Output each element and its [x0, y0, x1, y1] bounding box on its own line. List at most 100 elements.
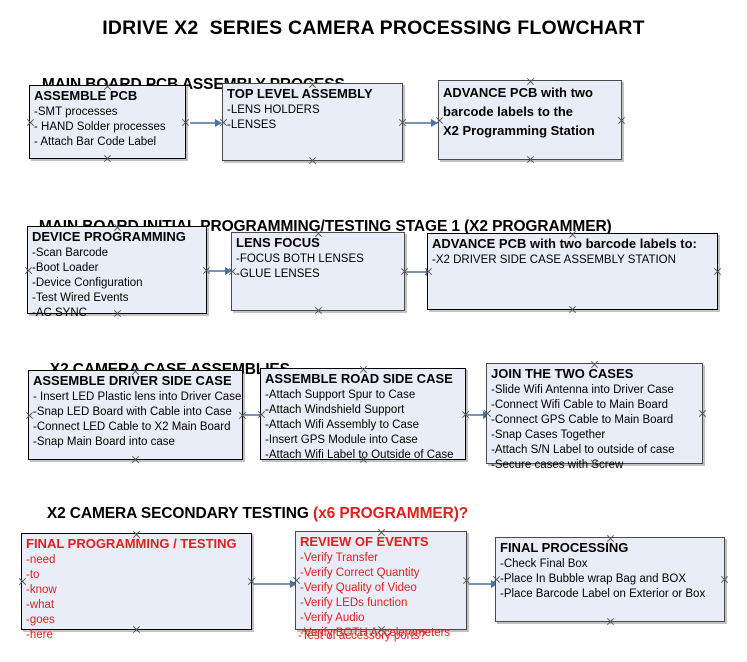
node-line: - Attach Bar Code Label [34, 136, 157, 148]
node-assemble-driver-side-case[interactable]: ASSEMBLE DRIVER SIDE CASE - Insert LED P… [28, 370, 243, 460]
node-title: ASSEMBLE DRIVER SIDE CASE [33, 373, 232, 388]
node-advance-pcb-programming-station[interactable]: ADVANCE PCB with two barcode labels to t… [438, 80, 622, 160]
resize-handle-bottom[interactable] [131, 455, 140, 464]
node-line: - Insert LED Plastic lens into Driver Ca… [33, 391, 242, 403]
node-line: -Attach Windshield Support [265, 404, 405, 416]
connector-line [253, 583, 291, 585]
node-line: -Verify Transfer [300, 552, 378, 564]
resize-handle-right[interactable] [713, 267, 722, 276]
node-title: LENS FOCUS [236, 235, 320, 250]
node-line: -Snap Cases Together [491, 429, 606, 441]
node-line: -Check Final Box [500, 558, 588, 570]
connector-line [244, 414, 263, 416]
node-line: -Boot Loader [32, 262, 99, 274]
node-assemble-road-side-case[interactable]: ASSEMBLE ROAD SIDE CASE -Attach Support … [260, 368, 466, 463]
arrowhead-icon [215, 119, 222, 127]
node-title: ASSEMBLE PCB [34, 88, 138, 103]
page-title: IDRIVE X2 SERIES CAMERA PROCESSING FLOWC… [102, 17, 645, 39]
arrowhead-icon [491, 580, 498, 588]
node-line: -Connect Wifi Cable to Main Board [491, 399, 669, 411]
connector-line [406, 271, 427, 273]
node-body: ASSEMBLE DRIVER SIDE CASE - Insert LED P… [33, 373, 242, 450]
node-body: ASSEMBLE ROAD SIDE CASE -Attach Support … [265, 371, 463, 463]
node-line: -Device Configuration [32, 277, 143, 289]
node-overflow-line-review-of-events: -Test of accessory ports? [298, 630, 426, 642]
node-body: ADVANCE PCB with two barcode labels to: … [432, 236, 715, 268]
connector-line [468, 583, 492, 585]
node-assemble-pcb[interactable]: ASSEMBLE PCB -SMT processes - HAND Solde… [29, 85, 186, 159]
arrowhead-icon [290, 580, 297, 588]
node-title: TOP LEVEL ASSEMBLY [227, 86, 373, 101]
node-body: DEVICE PROGRAMMING -Scan Barcode -Boot L… [32, 229, 204, 321]
connector-line [190, 122, 216, 124]
node-final-processing[interactable]: FINAL PROCESSING -Check Final Box -Place… [495, 537, 725, 622]
node-line: -Attach Wifi Label to Outside of Case [265, 449, 454, 461]
node-line: -Verify Quality of Video [300, 582, 417, 594]
node-line: -GLUE LENSES [236, 268, 320, 280]
node-title: ADVANCE PCB with two barcode labels to t… [443, 85, 595, 138]
resize-handle-bottom[interactable] [314, 306, 323, 315]
node-review-of-events[interactable]: REVIEW OF EVENTS -Verify Transfer -Verif… [295, 531, 467, 639]
node-title: ADVANCE PCB with two barcode labels to: [432, 236, 697, 251]
resize-handle-bottom[interactable] [526, 155, 535, 164]
node-line: -Insert GPS Module into Case [265, 434, 418, 446]
node-title: DEVICE PROGRAMMING [32, 229, 186, 244]
node-final-programming-testing[interactable]: FINAL PROGRAMMING / TESTING -need -to -k… [21, 533, 252, 641]
node-body: FINAL PROCESSING -Check Final Box -Place… [500, 540, 722, 602]
node-line: -Snap Main Board into case [33, 436, 175, 448]
node-line: -know [26, 584, 57, 596]
node-title: REVIEW OF EVENTS [300, 534, 429, 549]
node-title: ASSEMBLE ROAD SIDE CASE [265, 371, 453, 386]
node-line: -Slide Wifi Antenna into Driver Case [491, 384, 674, 396]
section-heading-text: X2 CAMERA SECONDARY TESTING [46, 505, 314, 522]
node-line: -SMT processes [34, 106, 118, 118]
node-line: -goes [26, 614, 55, 626]
connector-line [467, 414, 484, 416]
node-advance-pcb-driver-side-case[interactable]: ADVANCE PCB with two barcode labels to: … [427, 233, 718, 310]
node-line: -FOCUS BOTH LENSES [236, 253, 364, 265]
node-top-level-assembly[interactable]: TOP LEVEL ASSEMBLY -LENS HOLDERS -LENSES [222, 83, 403, 161]
node-line: -here [26, 629, 53, 641]
node-line: -what [26, 599, 55, 611]
node-line: -LENS HOLDERS [227, 104, 320, 116]
node-lens-focus[interactable]: LENS FOCUS -FOCUS BOTH LENSES -GLUE LENS… [231, 232, 405, 311]
node-line: -Secure cases with Screw [491, 459, 624, 471]
node-line: -Place In Bubble wrap Bag and BOX [500, 573, 687, 585]
node-line: -Place Barcode Label on Exterior or Box [500, 588, 706, 600]
node-body: FINAL PROGRAMMING / TESTING -need -to -k… [26, 536, 249, 643]
node-line: -X2 DRIVER SIDE CASE ASSEMBLY STATION [432, 254, 676, 266]
arrowhead-icon [431, 119, 438, 127]
node-join-the-two-cases[interactable]: JOIN THE TWO CASES -Slide Wifi Antenna i… [486, 363, 703, 471]
node-body: ADVANCE PCB with two barcode labels to t… [443, 83, 619, 140]
node-line: -Attach S/N Label to outside of case [491, 444, 675, 456]
node-line: -Connect LED Cable to X2 Main Board [33, 421, 231, 433]
node-body: ASSEMBLE PCB -SMT processes - HAND Solde… [34, 88, 183, 150]
node-title: FINAL PROCESSING [500, 540, 629, 555]
node-device-programming[interactable]: DEVICE PROGRAMMING -Scan Barcode -Boot L… [27, 226, 207, 319]
resize-handle-bottom[interactable] [568, 305, 577, 314]
node-line: -AC SYNC [32, 307, 87, 319]
node-line: - HAND Solder processes [34, 121, 166, 133]
node-line: -Verify Audio [300, 612, 365, 624]
node-line: -LENSES [227, 119, 277, 131]
node-body: REVIEW OF EVENTS -Verify Transfer -Verif… [300, 534, 464, 641]
resize-handle-bottom[interactable] [103, 154, 112, 163]
node-line: -Test Wired Events [32, 292, 129, 304]
node-body: JOIN THE TWO CASES -Slide Wifi Antenna i… [491, 366, 700, 473]
node-line: -need [26, 554, 56, 566]
node-line: -Attach Support Spur to Case [265, 389, 416, 401]
resize-handle-bottom[interactable] [308, 156, 317, 165]
node-line: -to [26, 569, 40, 581]
node-line: -Snap LED Board with Cable into Case [33, 406, 232, 418]
node-line: -Verify Correct Quantity [300, 567, 420, 579]
node-body: LENS FOCUS -FOCUS BOTH LENSES -GLUE LENS… [236, 235, 402, 282]
node-title: JOIN THE TWO CASES [491, 366, 634, 381]
node-line: -Verify LEDs function [300, 597, 408, 609]
node-line: -Attach Wifi Assembly to Case [265, 419, 420, 431]
section-heading-accent: (x6 PROGRAMMER)? [313, 505, 469, 522]
node-line: -Connect GPS Cable to Main Board [491, 414, 674, 426]
node-body: TOP LEVEL ASSEMBLY -LENS HOLDERS -LENSES [227, 86, 400, 133]
resize-handle-bottom[interactable] [606, 617, 615, 626]
node-line: -Scan Barcode [32, 247, 109, 259]
